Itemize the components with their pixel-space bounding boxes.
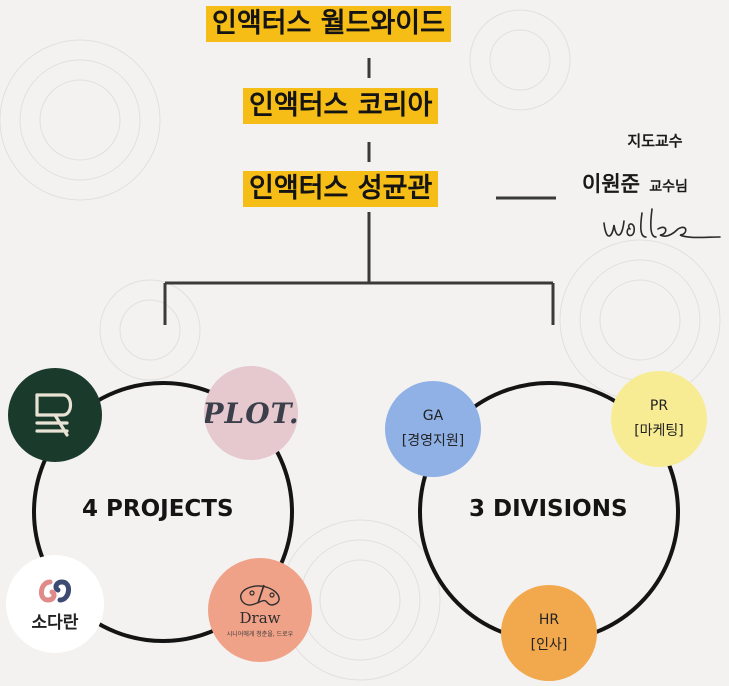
- advisor-title: 교수님: [649, 179, 688, 195]
- sodaran-swirl-icon: [38, 578, 71, 603]
- advisor-block: 지도교수 이원준 교수님: [582, 130, 720, 196]
- advisor-name: 이원준: [582, 172, 640, 196]
- org-worldwide: 인액터스 월드와이드: [206, 6, 451, 42]
- projects-label: 4 PROJECTS: [82, 496, 234, 522]
- division-ga-code: GA: [422, 408, 444, 424]
- division-ga-name: [경영지원]: [401, 433, 465, 449]
- division-pr-code: PR: [649, 398, 669, 414]
- project-plot-logo[interactable]: PLOT.: [204, 366, 298, 460]
- project-draw-logo[interactable]: Draw 시니어에게 청춘을, 드로우: [208, 558, 312, 662]
- project-sodaran-logo[interactable]: 소다란: [6, 555, 104, 653]
- palette-icon: [240, 584, 280, 606]
- division-hr[interactable]: HR [인사]: [501, 585, 597, 681]
- divisions-label: 3 DIVISIONS: [469, 496, 628, 522]
- plot-logo-text: PLOT.: [204, 396, 298, 430]
- project-r-logo[interactable]: [8, 368, 102, 462]
- advisor-label: 지도교수: [627, 132, 683, 150]
- advisor-name-line: 이원준 교수님: [582, 168, 688, 198]
- r-glyph-icon: [35, 393, 73, 437]
- projects-ring: [32, 381, 294, 643]
- sodaran-logo-text: 소다란: [31, 612, 79, 633]
- sodaran-logo-group: 소다란: [31, 576, 79, 633]
- org-korea: 인액터스 코리아: [243, 88, 439, 124]
- draw-logo-group: Draw 시니어에게 청춘을, 드로우: [227, 583, 293, 638]
- division-pr[interactable]: PR [마케팅]: [611, 371, 707, 467]
- division-hr-name: [인사]: [530, 637, 568, 653]
- division-pr-name: [마케팅]: [634, 423, 684, 439]
- advisor-signature: [603, 208, 721, 239]
- division-hr-code: HR: [538, 612, 560, 628]
- draw-logo-subtitle: 시니어에게 청춘을, 드로우: [226, 630, 294, 638]
- org-skku: 인액터스 성균관: [243, 171, 439, 207]
- division-ga[interactable]: GA [경영지원]: [385, 381, 481, 477]
- draw-logo-text: Draw: [239, 608, 281, 627]
